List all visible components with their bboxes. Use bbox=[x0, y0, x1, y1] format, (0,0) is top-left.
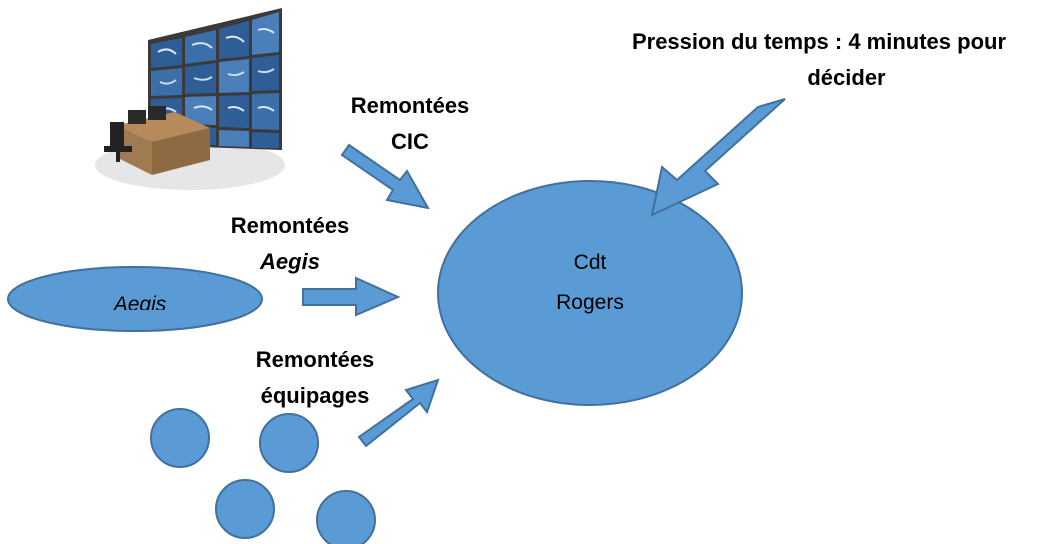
aegis-node-label: Aegis bbox=[80, 290, 200, 310]
commander-node-shape bbox=[437, 180, 743, 406]
commander-line2: Rogers bbox=[556, 291, 624, 314]
commander-node-label: Cdt Rogers bbox=[500, 247, 680, 319]
crews-label-line2: équipages bbox=[260, 383, 370, 408]
aegis-feed-line1: Remontées bbox=[230, 213, 350, 238]
crews-label-line1: Remontées bbox=[255, 347, 375, 372]
cic-label-line1: Remontées bbox=[350, 93, 470, 118]
time-pressure-line2: décider bbox=[807, 65, 886, 88]
control-room-video-wall-icon bbox=[95, 8, 285, 190]
cic-label: Remontées CIC bbox=[335, 88, 485, 160]
time-pressure-label: Pression du temps : 4 minutes pour décid… bbox=[605, 24, 1033, 88]
aegis-node-shape bbox=[7, 266, 263, 332]
cic-label-line2: CIC bbox=[391, 129, 429, 154]
time-pressure-line1: Pression du temps : 4 minutes pour bbox=[631, 29, 1007, 54]
aegis-arrow bbox=[302, 276, 401, 317]
crews-label: Remontées équipages bbox=[240, 342, 390, 414]
crews-arrow bbox=[357, 378, 440, 448]
commander-line1: Cdt bbox=[573, 251, 607, 274]
crew-circles-icon bbox=[150, 408, 376, 544]
time-pressure-arrow bbox=[650, 98, 786, 217]
cic-arrow bbox=[340, 143, 430, 210]
aegis-feed-label: Remontées Aegis bbox=[215, 208, 365, 280]
aegis-node-text: Aegis bbox=[113, 293, 167, 310]
aegis-feed-line2: Aegis bbox=[260, 249, 320, 274]
